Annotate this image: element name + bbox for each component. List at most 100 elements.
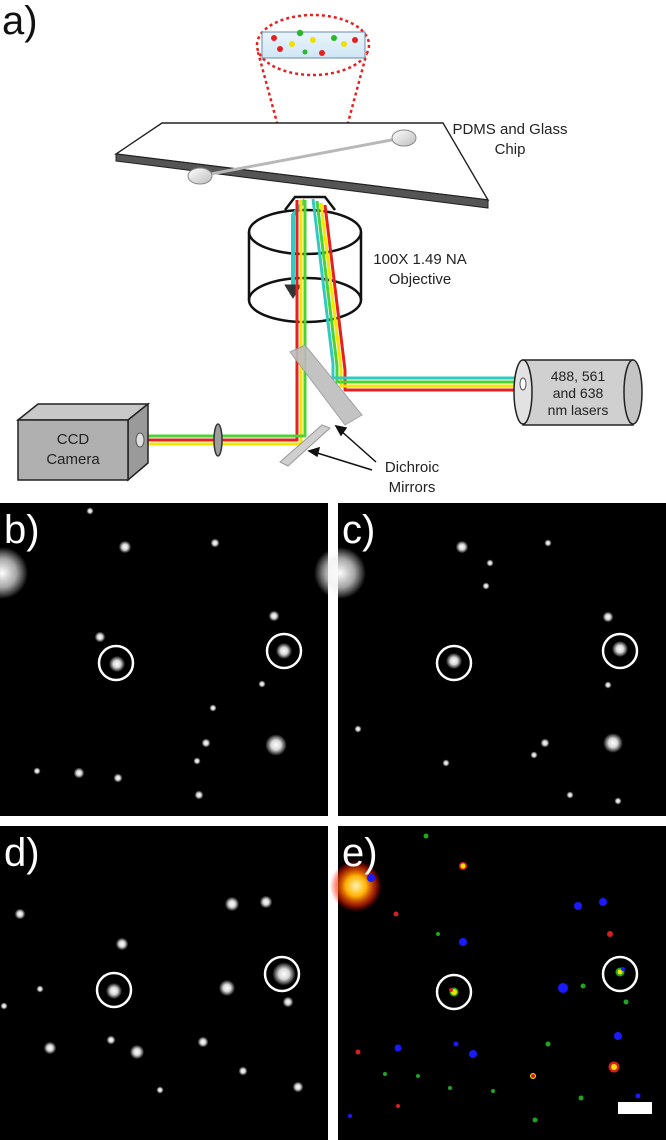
- fluorescent-spot-green: [383, 1072, 387, 1076]
- fluorescent-spot: [118, 540, 132, 554]
- fluorescent-spot: [445, 652, 463, 670]
- panel-a-schematic: a): [2, 0, 643, 496]
- fluorescent-spot-yellow: [460, 863, 466, 869]
- bright-aggregate: [330, 860, 382, 912]
- fluorescent-spot: [0, 1002, 8, 1010]
- fluorescent-spot-blue: [348, 1114, 352, 1118]
- fluorescent-spot: [482, 582, 490, 590]
- fluorescent-spot: [224, 896, 240, 912]
- zoom-inset: [255, 13, 371, 77]
- fluorescent-spot: [292, 1081, 304, 1093]
- ccd-camera: CCD Camera: [15, 402, 151, 482]
- panel-letter: d): [4, 831, 40, 875]
- fluorescent-spot: [259, 895, 273, 909]
- fluorescent-spot: [275, 642, 293, 660]
- micrograph-panel-b: b): [0, 503, 328, 816]
- panel-letter: b): [4, 508, 40, 552]
- fluorescent-spot-red: [393, 911, 399, 917]
- laser-label-line2: and 638: [553, 385, 604, 401]
- fluorescent-spot-blue: [574, 902, 582, 910]
- highlight-circle: [435, 973, 473, 1011]
- fluorescent-spot: [238, 1066, 248, 1076]
- fluorescent-spot: [73, 767, 85, 779]
- fluorescent-spot-blue: [635, 1093, 641, 1099]
- fluorescent-spot: [540, 738, 550, 748]
- highlight-circle: [435, 644, 473, 682]
- fluorescent-spot: [108, 655, 126, 673]
- fluorescent-spot: [105, 982, 123, 1000]
- fluorescent-spot: [106, 1035, 116, 1045]
- fluorescent-spot: [566, 791, 574, 799]
- laser-label-line3: nm lasers: [548, 402, 609, 418]
- panel-letter: c): [342, 508, 375, 552]
- micrograph-background: [0, 503, 328, 816]
- fluorescent-spot: [113, 773, 123, 783]
- fluorescent-spot: [614, 797, 622, 805]
- fluorescent-spot-yellow: [617, 969, 623, 975]
- mirrors-label-line1: Dichroic: [385, 459, 440, 476]
- fluorescent-spot-red: [531, 1074, 535, 1078]
- fluorescent-spot: [194, 790, 204, 800]
- fluorescent-spot-blue: [558, 983, 568, 993]
- panel-a-letter: a): [2, 0, 38, 43]
- camera-label-line1: CCD: [57, 431, 90, 448]
- fluorescent-spot-blue: [614, 1032, 622, 1040]
- fluorescent-spot-red: [607, 931, 613, 937]
- objective-label-line2: Objective: [389, 271, 452, 288]
- fluorescent-spot-blue: [453, 1041, 459, 1047]
- micrograph-panel-e: e): [330, 826, 666, 1140]
- fluorescent-spot-green: [545, 1041, 551, 1047]
- fluorescent-spot-green: [491, 1089, 495, 1093]
- scale-bar: [618, 1102, 652, 1114]
- fluorescent-spot-green: [532, 1117, 538, 1123]
- highlight-circle: [263, 955, 301, 993]
- fluorescent-spot-green: [580, 983, 586, 989]
- fluorescent-spot: [156, 1086, 164, 1094]
- mirrors-label-line2: Mirrors: [389, 479, 436, 496]
- highlight-circle: [97, 644, 135, 682]
- fluorescent-spot: [544, 539, 552, 547]
- fluorescent-spot-yellow: [611, 1064, 617, 1070]
- fluorescent-spot-green: [436, 932, 440, 936]
- fluorescent-spot: [193, 757, 201, 765]
- fluorescent-spot: [282, 996, 294, 1008]
- fluorescent-spot: [455, 540, 469, 554]
- fluorescent-spot-blue: [367, 874, 375, 882]
- fluorescent-spot-blue: [394, 1044, 402, 1052]
- fluorescent-spot: [604, 681, 612, 689]
- fluorescent-spot-green: [578, 1095, 584, 1101]
- fluorescent-spot: [268, 610, 280, 622]
- fluorescent-spot-green: [623, 999, 629, 1005]
- fluorescent-spot-green: [416, 1074, 420, 1078]
- laser-beams: [140, 198, 522, 446]
- fluorescent-spot: [129, 1044, 145, 1060]
- panel-letter: e): [342, 831, 378, 875]
- chip-label-line1: PDMS and Glass: [452, 121, 567, 138]
- fluorescent-spot: [611, 640, 629, 658]
- fluorescent-spot-red: [396, 1104, 400, 1108]
- fluorescent-spot-green: [448, 1086, 452, 1090]
- fluorescent-spot: [265, 734, 287, 756]
- micrograph-panel-c: c): [314, 503, 666, 816]
- fluorescent-spot-red: [449, 988, 453, 992]
- micrograph-background: [0, 826, 328, 1140]
- fluorescent-spot: [354, 725, 362, 733]
- bright-aggregate: [0, 547, 28, 599]
- fluorescent-spot: [272, 962, 296, 986]
- fluorescent-spot: [603, 733, 623, 753]
- fluorescent-spot: [201, 738, 211, 748]
- emission-filter: [213, 423, 223, 457]
- chip-label-line2: Chip: [495, 141, 526, 158]
- fluorescent-spot: [486, 559, 494, 567]
- bright-aggregate: [314, 547, 366, 599]
- fluorescent-spot-blue: [599, 898, 607, 906]
- fluorescent-spot: [218, 979, 236, 997]
- fluorescent-spot: [14, 908, 26, 920]
- objective-label-line1: 100X 1.49 NA: [373, 251, 466, 268]
- fluorescent-spot: [43, 1041, 57, 1055]
- micrograph-panel-d: d): [0, 826, 328, 1140]
- mirror-arrows: [307, 424, 377, 471]
- fluorescent-spot-blue: [621, 967, 625, 971]
- camera-label-line2: Camera: [46, 451, 100, 468]
- laser-source: 488, 561 and 638 nm lasers: [513, 359, 643, 426]
